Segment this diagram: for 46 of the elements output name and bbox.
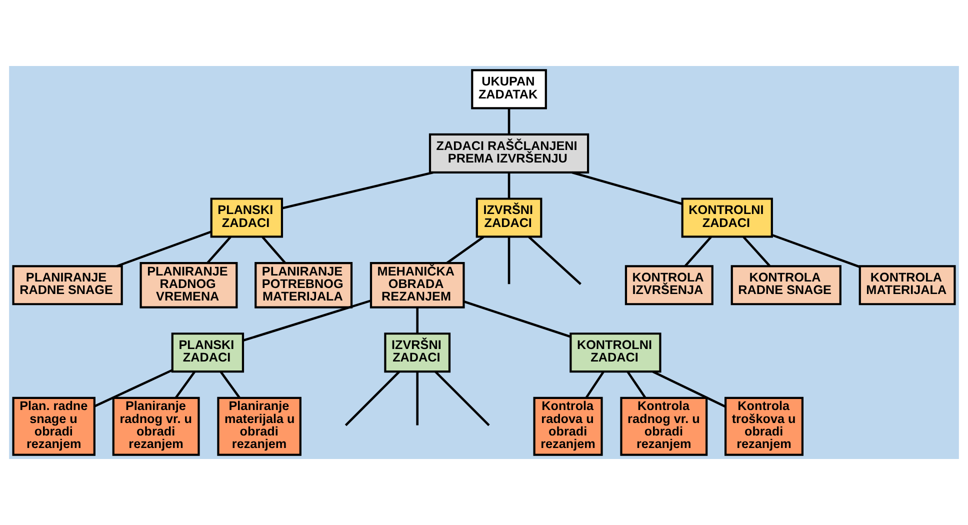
connector xyxy=(220,371,240,398)
connector xyxy=(206,236,232,264)
connector xyxy=(416,372,419,426)
node-box: KONTROLNI ZADACI xyxy=(570,332,662,373)
connector xyxy=(742,236,771,267)
connector xyxy=(242,300,372,342)
node-box: Plan. radne snage u obradi rezanjem xyxy=(12,396,96,456)
connector xyxy=(94,369,172,408)
connector xyxy=(652,370,726,408)
node-box: IZVRŠNI ZADACI xyxy=(384,332,451,373)
node-box: PLANSKI ZADACI xyxy=(210,198,284,238)
connector xyxy=(508,108,510,134)
connector xyxy=(684,236,712,267)
connector xyxy=(626,371,646,398)
node-box: UKUPAN ZADATAK xyxy=(471,69,547,110)
connector xyxy=(262,236,286,264)
connector xyxy=(508,236,510,284)
node-box: IZVRŠNI ZADACI xyxy=(476,198,542,238)
node-box: KONTROLA MATERIJALA xyxy=(858,265,956,306)
node-box: Kontrola troškova u obradi rezanjem xyxy=(724,396,804,456)
connector xyxy=(416,308,419,334)
node-box: PLANSKI ZADACI xyxy=(171,332,244,373)
connector xyxy=(772,234,860,268)
node-box: Kontrola radnog vr. u obradi rezanjem xyxy=(620,396,708,456)
node-box: ZADACI RAŠČLANJENI PREMA IZVRŠENJU xyxy=(428,133,590,174)
connector xyxy=(585,371,604,398)
connector xyxy=(572,171,682,205)
connector xyxy=(446,236,484,264)
connector xyxy=(463,300,572,338)
connector xyxy=(344,370,400,426)
connector xyxy=(116,230,212,268)
connector xyxy=(508,172,510,199)
node-box: KONTROLNI ZADACI xyxy=(681,198,773,238)
node-box: PLANIRANJE POTREBNOG MATERIJALA xyxy=(254,262,353,308)
node-box: Planiranje materijala u obradi rezanjem xyxy=(217,396,302,456)
node-box: Planiranje radnog vr. u obradi rezanjem xyxy=(112,396,200,456)
node-box: PLANIRANJE RADNE SNAGE xyxy=(12,265,123,306)
node-box: Kontrola radova u obradi rezanjem xyxy=(533,396,603,456)
connector xyxy=(434,370,490,426)
node-box: KONTROLA RADNE SNAGE xyxy=(730,265,842,306)
node-box: KONTROLA IZVRŠENJA xyxy=(624,265,714,306)
connector xyxy=(528,236,582,285)
connector xyxy=(174,371,196,398)
connector xyxy=(282,171,434,210)
node-box: MEHANIČKA OBRADA REZANJEM xyxy=(370,262,465,308)
node-box: PLANIRANJE RADNOG VREMENA xyxy=(140,262,238,308)
